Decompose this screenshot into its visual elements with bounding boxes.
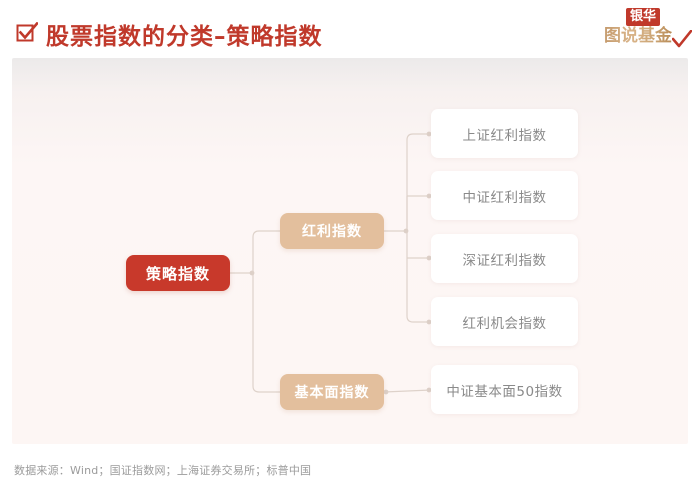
page-title: 股票指数的分类–策略指数 (46, 24, 323, 50)
logo-brand-name: 银华 (626, 8, 661, 26)
diagram-node-branch-dividend[interactable]: 红利指数 (280, 213, 384, 249)
diagram-leaf-sse-dividend[interactable]: 上证红利指数 (431, 109, 578, 158)
diagram-leaf-csi-fundamental-50[interactable]: 中证基本面50指数 (431, 365, 578, 414)
diagram-panel: 策略指数 红利指数 基本面指数 上证红利指数 中证红利指数 深证红利指数 红利机… (12, 58, 688, 444)
diagram-leaf-szse-dividend[interactable]: 深证红利指数 (431, 234, 578, 283)
check-mark-icon (671, 29, 693, 50)
logo-series-name: 图说基金 (604, 26, 672, 46)
diagram-leaf-dividend-opportunity[interactable]: 红利机会指数 (431, 297, 578, 346)
data-source-note: 数据来源：Wind；国证指数网；上海证券交易所；标普中国 (14, 464, 312, 477)
diagram-node-root[interactable]: 策略指数 (126, 255, 230, 291)
diagram-leaf-csi-dividend[interactable]: 中证红利指数 (431, 171, 578, 220)
brand-logo: 银华 图说基金 (604, 8, 693, 52)
diagram-node-branch-fundamental[interactable]: 基本面指数 (280, 374, 384, 410)
page-header: 股票指数的分类–策略指数 银华 图说基金 (0, 0, 700, 58)
checkbox-checked-icon (16, 21, 39, 44)
